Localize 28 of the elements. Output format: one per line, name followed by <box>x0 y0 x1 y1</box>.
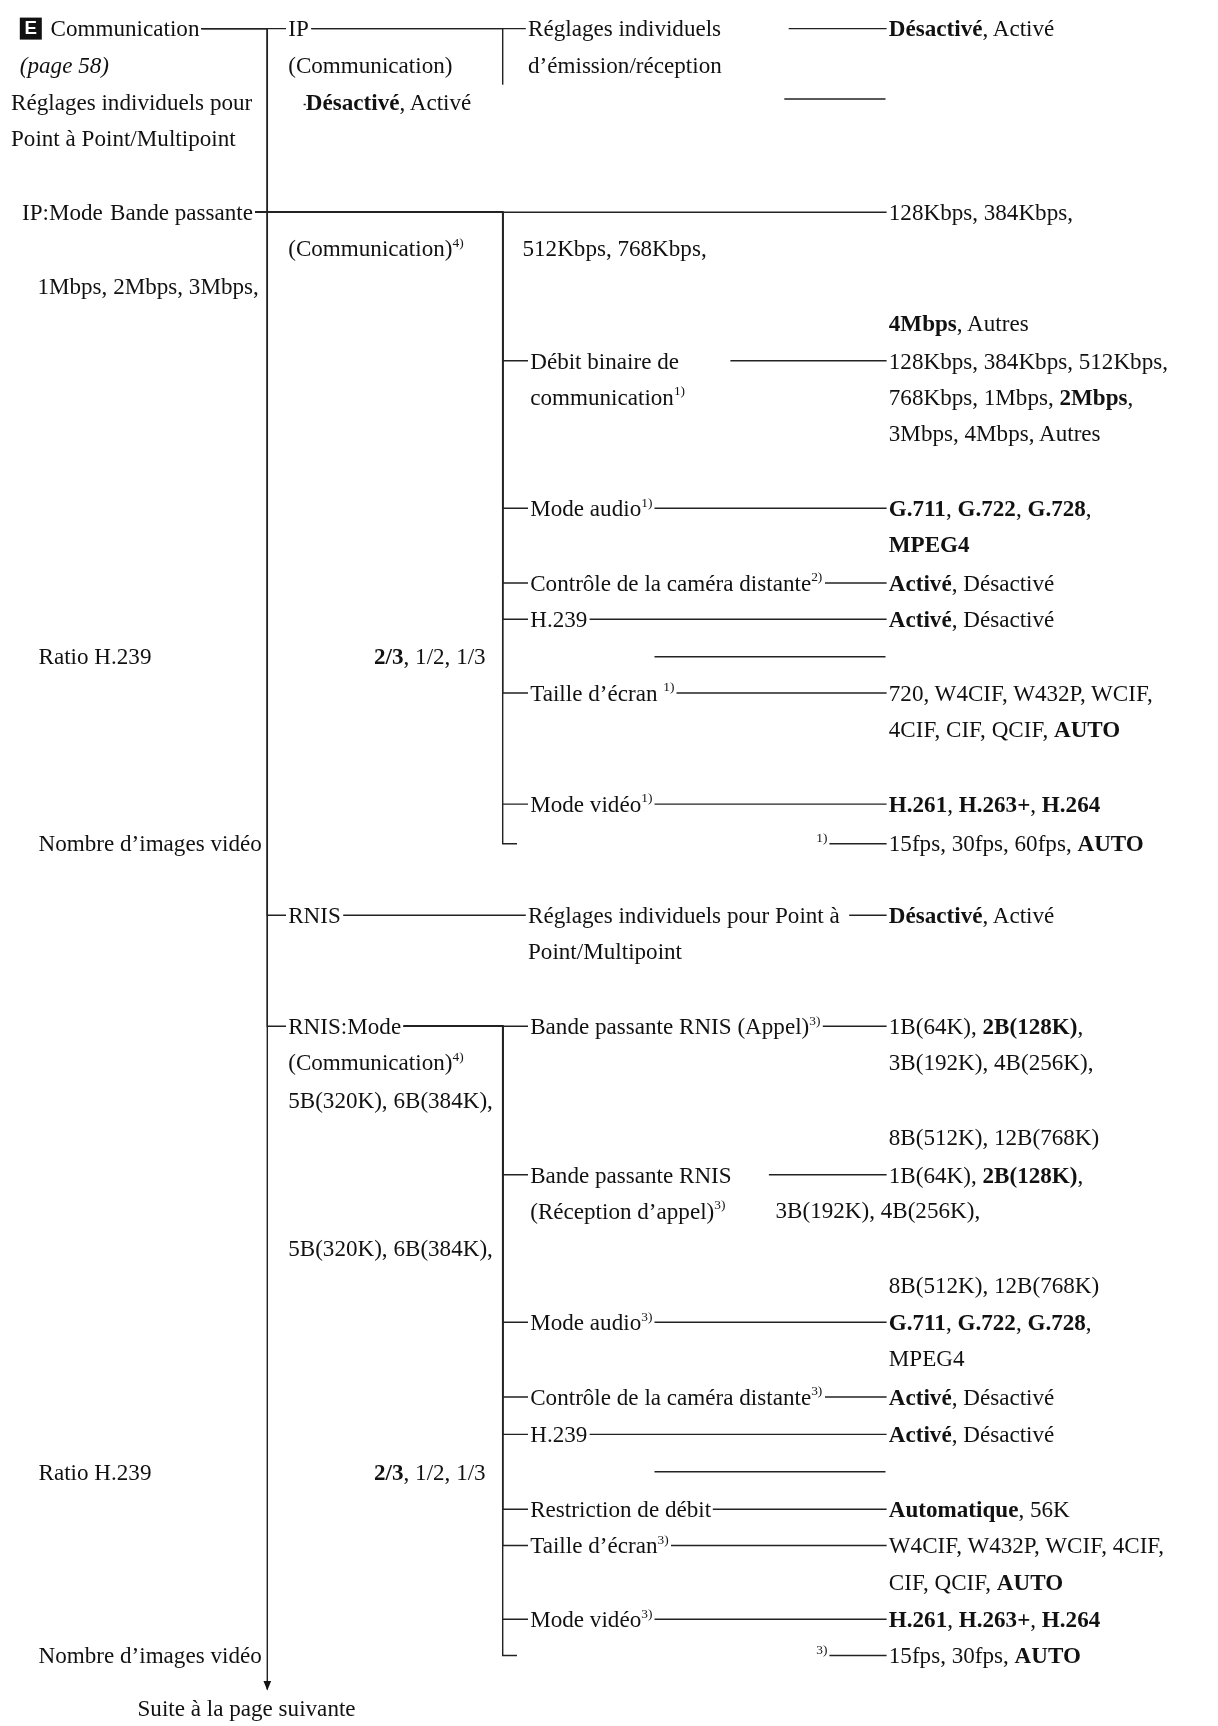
connector-line <box>342 914 527 916</box>
connector-line <box>653 1321 888 1323</box>
connector-line <box>824 1396 888 1398</box>
connector-line <box>254 211 529 805</box>
connector-line <box>848 914 888 916</box>
menu-item-note: (Communication) <box>288 50 453 81</box>
connector-line <box>768 1174 888 1176</box>
connector-line <box>828 1654 888 1657</box>
connector-line <box>653 507 888 509</box>
connector-line <box>588 1433 888 1436</box>
connector-line <box>653 803 888 805</box>
connector-line <box>675 692 888 694</box>
connector-line <box>828 843 888 845</box>
section-badge: E <box>19 17 42 40</box>
connector-line <box>653 1618 888 1620</box>
menu-item: RNIS:Mode <box>288 1012 402 1042</box>
connector-line <box>712 1508 888 1510</box>
connector-line <box>822 1025 888 1027</box>
connector-line <box>824 582 888 584</box>
arrow <box>200 27 272 1691</box>
connector-line <box>588 618 888 620</box>
menu-item-note: (page 58) <box>19 50 109 81</box>
connector-line <box>729 360 888 362</box>
connector-line <box>670 1544 888 1547</box>
menu-item: Communication <box>50 14 200 44</box>
menu-item-note: (Communication)$^{4)}$ <box>288 1047 464 1078</box>
connector-line <box>788 27 888 30</box>
menu-item: IP <box>288 14 309 44</box>
